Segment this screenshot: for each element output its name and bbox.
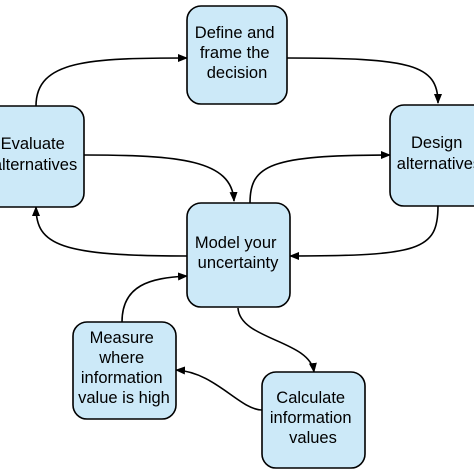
node-design-alternatives: Design alternatives [389, 104, 474, 207]
node-label-line: frame the [200, 44, 270, 62]
node-model-your-uncertainty: Model your uncertainty [186, 202, 291, 308]
node-label-line: Define and [195, 24, 275, 42]
svg-text:Calculate information: Calculate information values [270, 389, 356, 447]
edge-evaluate-to-define [35, 54, 188, 107]
node-label-line: Design [411, 134, 462, 152]
edge-model-to-evaluate [32, 206, 188, 257]
node-label-line: Model your [195, 234, 277, 252]
node-label-line: decision [207, 64, 268, 82]
node-label-line: Calculate [276, 389, 345, 407]
edge-evaluate-to-model [83, 154, 238, 202]
edge-measure-to-model [121, 272, 188, 323]
node-define-and-frame-the-decision: Define and frame the decision [186, 5, 288, 105]
node-box [261, 371, 366, 469]
svg-text:Define and frame the: Define and frame the decision [195, 24, 279, 82]
node-box [72, 321, 177, 420]
node-label-line: where [98, 349, 144, 367]
svg-text:Evaluate alternatives: Evaluate alternatives [0, 135, 77, 174]
node-label-line: Measure [90, 329, 154, 347]
svg-text:Measure where info: Measure where information value is high [78, 329, 170, 407]
node-label-line: value is high [78, 389, 170, 407]
node-label-line: alternatives [397, 155, 474, 173]
node-box [389, 104, 474, 207]
edge-model-to-calculate [237, 307, 317, 373]
svg-text:Design alternatives: Design alternatives [397, 134, 474, 173]
edge-design-to-model [289, 205, 439, 260]
edge-model-to-design [249, 151, 391, 204]
node-box [0, 105, 85, 208]
edges [32, 54, 442, 411]
node-label-line: information [270, 409, 352, 427]
edge-define-to-design [286, 57, 442, 104]
node-calculate-information-values: Calculate information values [261, 371, 366, 469]
node-measure-where-information-value-is-high: Measure where information value is high [72, 321, 177, 420]
svg-text:Model your uncertainty: Model your uncertainty [195, 234, 281, 272]
node-label-line: Evaluate [1, 135, 65, 153]
node-box [186, 202, 291, 308]
node-label-line: information [81, 369, 163, 387]
node-label-line: alternatives [0, 156, 77, 174]
node-box [186, 5, 288, 105]
node-label-line: uncertainty [198, 254, 279, 272]
node-label-line: values [289, 429, 337, 447]
node-evaluate-alternatives: Evaluate alternatives [0, 105, 85, 208]
edge-calculate-to-measure [175, 366, 263, 411]
